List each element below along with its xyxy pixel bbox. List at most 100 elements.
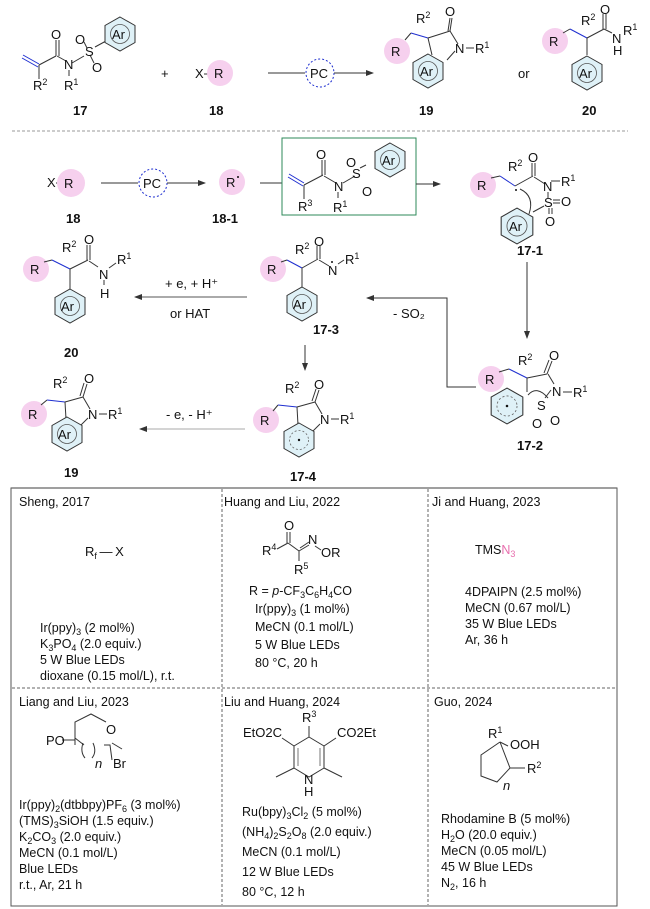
oxygen-label: O <box>550 413 560 428</box>
aryl-label: Ar <box>293 297 307 312</box>
svg-text:R2: R2 <box>581 12 595 28</box>
oxygen-label: O <box>600 2 610 17</box>
reduction-label-top: + e, + H⁺ <box>165 276 218 291</box>
svg-text:R1: R1 <box>108 406 122 422</box>
reduction-label-bottom: or HAT <box>170 306 210 321</box>
svg-text:R1: R1 <box>561 173 575 189</box>
or-label: or <box>518 66 530 81</box>
nitrogen-label: N <box>612 31 621 46</box>
oxygen-label: O <box>549 348 559 363</box>
r-group-label: R <box>267 262 276 277</box>
nitrogen-label: N <box>552 384 561 399</box>
condition-item: MeCN (0.1 mol/L) <box>255 620 354 634</box>
svg-text:R2: R2 <box>416 10 430 26</box>
oxygen-label: O <box>528 150 538 165</box>
oxygen-label: O <box>92 60 102 75</box>
nitrogen-label: N <box>88 407 97 422</box>
compound-label-17-1: 17-1 <box>517 243 543 258</box>
condition-item: 80 °C, 20 h <box>255 656 318 670</box>
oxygen-label: O <box>84 371 94 386</box>
r3-label: R3 <box>302 709 316 725</box>
condition-list: R = p-CF3C6H4CO <box>249 583 352 600</box>
desulfonylation-label: - SO₂ <box>393 306 425 321</box>
po-label: PO <box>46 733 65 748</box>
condition-item: 45 W Blue LEDs <box>441 860 533 874</box>
nitrogen-label: N <box>64 57 73 72</box>
n-label: n <box>503 778 510 793</box>
condition-list: Ir(ppy)3 (1 mol%) MeCN (0.1 mol/L) 5 W B… <box>255 600 354 672</box>
svg-text:R1: R1 <box>333 199 347 215</box>
condition-item: Ir(ppy)2(dtbbpy)PF6 (3 mol%) <box>19 798 181 814</box>
hydrogen-label: H <box>304 784 313 799</box>
r-group-label: R <box>226 175 235 190</box>
sulfur-label: S <box>352 166 361 181</box>
halide-label: X <box>195 66 204 81</box>
reagent-hantzsch-ester: R3 EtO2C CO2Et N H <box>243 709 376 799</box>
condition-item: 5 W Blue LEDs <box>255 638 340 652</box>
condition-item: 35 W Blue LEDs <box>465 617 557 631</box>
compound-label-17-4: 17-4 <box>290 469 317 484</box>
condition-item: Ir(ppy)3 (2 mol%) <box>40 621 135 637</box>
condition-item: 80 °C, 12 h <box>242 885 305 899</box>
aryl-label: Ar <box>382 153 396 168</box>
sulfur-label: S <box>537 398 546 413</box>
oxidation-label: - e, - H⁺ <box>166 407 213 422</box>
reagent-bromo-ether: PO O Br n <box>46 713 127 771</box>
r-group-label: R <box>549 34 558 49</box>
svg-text:R1: R1 <box>623 22 637 38</box>
nitrogen-label: N <box>455 41 464 56</box>
condition-item: 5 W Blue LEDs <box>40 653 125 667</box>
condition-item: K2CO3 (2.0 equiv.) <box>19 830 122 846</box>
reagent-tmsn3: TMSN3 <box>475 542 515 559</box>
condition-item: r.t., Ar, 21 h <box>19 878 83 892</box>
compound-label-17-2: 17-2 <box>517 438 543 453</box>
condition-item: 4DPAIPN (2.5 mol%) <box>465 585 582 599</box>
svg-text:R1: R1 <box>340 411 354 427</box>
compound-18: X R 18 <box>195 60 233 118</box>
oxygen-label: O <box>84 232 94 247</box>
oxygen-label: O <box>75 32 85 47</box>
halide-label: X <box>47 175 56 190</box>
reagent-oxime-ester: O R4 N OR R5 <box>262 518 341 577</box>
condition-cell-sheng: Sheng, 2017 Rf — X Ir(ppy)3 (2 mol%) K3P… <box>11 488 222 688</box>
r-group-label: R <box>485 372 494 387</box>
condition-cell-huang-liu-2022: Huang and Liu, 2022 R = p-CF3C6H4CO Ir(p… <box>222 488 428 688</box>
r-group-label: R <box>260 413 269 428</box>
svg-text:OR: OR <box>321 545 341 560</box>
condition-item: dioxane (0.15 mol/L), r.t. <box>40 669 175 683</box>
oxygen-label: O <box>545 214 555 229</box>
nitrogen-label: N <box>328 263 337 278</box>
svg-text:R2: R2 <box>62 239 76 255</box>
condition-cell-ji-huang: Ji and Huang, 2023 TMSN3 4DPAIPN (2.5 mo… <box>428 488 617 688</box>
compound-17: O N S O O R2 R1 Ar 17 <box>21 16 136 118</box>
r-group-label: R <box>214 66 223 81</box>
acrylamide-in-box: O N S O O R3 R1 Ar <box>287 142 406 215</box>
svg-text:R2: R2 <box>33 77 47 93</box>
r-group-label: R <box>28 407 37 422</box>
condition-item: MeCN (0.1 mol/L) <box>242 845 341 859</box>
condition-list: Ir(ppy)3 (2 mol%) K3PO4 (2.0 equiv.) 5 W… <box>40 620 175 684</box>
r-group-label: R <box>477 178 486 193</box>
reagent-note: R = p-CF3C6H4CO <box>249 584 352 600</box>
oxygen-label: O <box>314 234 324 249</box>
svg-text:R2: R2 <box>285 380 299 396</box>
condition-item: (NH4)2S2O8 (2.0 equiv.) <box>242 825 372 841</box>
photocatalysis-arrow: PC <box>268 58 374 88</box>
n-label: n <box>95 756 102 771</box>
svg-text:R1: R1 <box>345 251 359 267</box>
svg-text:R2: R2 <box>508 158 522 174</box>
compound-label-20: 20 <box>64 345 78 360</box>
oxygen-label: O <box>51 27 61 42</box>
condition-item: Rhodamine B (5 mol%) <box>441 812 571 826</box>
condition-item: MeCN (0.05 mol/L) <box>441 844 547 858</box>
intermediate-17-3: R Ar R2 O N R1 17-3 <box>260 234 359 337</box>
condition-item: MeCN (0.1 mol/L) <box>19 846 118 860</box>
photocatalyst-label: PC <box>143 176 161 191</box>
svg-text:R1: R1 <box>64 77 78 93</box>
oxygen-label: O <box>314 377 324 392</box>
svg-text:R1: R1 <box>475 40 489 56</box>
compound-label-17: 17 <box>73 103 87 118</box>
cell-title: Ji and Huang, 2023 <box>432 495 541 509</box>
aryl-label: Ar <box>61 299 75 314</box>
